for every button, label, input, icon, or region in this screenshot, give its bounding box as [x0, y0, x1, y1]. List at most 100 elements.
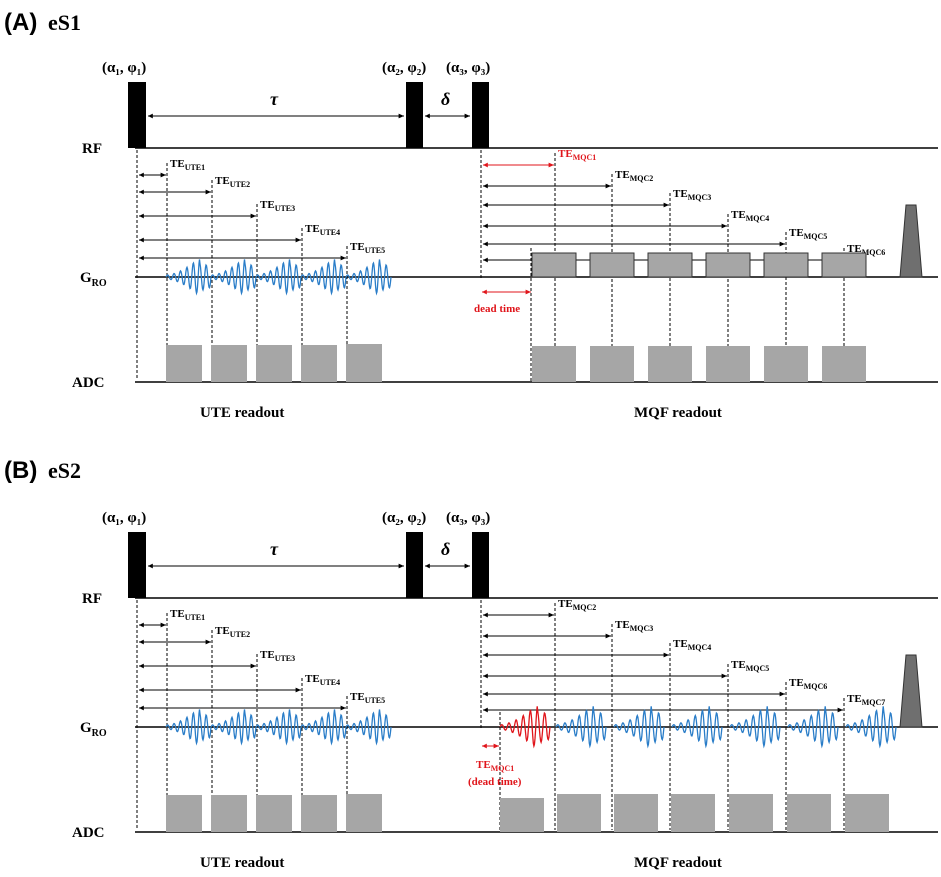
gro-row-label: GRO [80, 720, 107, 739]
dead-time-label-line2: (dead time) [468, 776, 522, 788]
panel-a: (A) eS1 RF GRO ADC (α₁, φ₁) (α₂, φ₂) (α₃… [4, 9, 938, 421]
adc-window [166, 345, 202, 382]
ute-te-label: TEUTE1 [170, 608, 205, 622]
ute-echo-signal [210, 709, 257, 746]
spoiler-gradient [899, 654, 923, 728]
ute-te-label: TEUTE4 [305, 223, 340, 237]
ute-te-label: TEUTE1 [170, 158, 205, 172]
adc-window [532, 346, 576, 382]
ute-te-label: TEUTE5 [350, 691, 385, 705]
ute-echo-signal [255, 709, 302, 746]
ute-te-label: TEUTE2 [215, 175, 250, 189]
adc-window [346, 794, 382, 832]
ute-echo-signal [345, 259, 392, 296]
rf-pulse-1 [128, 532, 146, 598]
adc-window [256, 795, 292, 832]
gradient-lobe [821, 252, 867, 278]
mqf-te-label: TEMQC2 [558, 598, 596, 612]
adc-window [346, 344, 382, 382]
mqf-echo-signal [613, 706, 665, 749]
mqf-te-label: TEMQC2 [615, 169, 653, 183]
mqf-te-label: TEMQC4 [673, 638, 711, 652]
gradient-lobe [705, 252, 751, 278]
adc-window [671, 794, 715, 832]
mqf-te-label: TEMQC3 [615, 619, 653, 633]
mqf-echo-signal [845, 706, 897, 749]
gradient-lobe [531, 252, 577, 278]
rf-pulse-3 [472, 532, 489, 598]
ute-te-label: TEUTE2 [215, 625, 250, 639]
ute-te-label: TEUTE5 [350, 241, 385, 255]
panel-name: eS1 [48, 10, 81, 35]
mqf-te-label: TEMQC5 [731, 659, 769, 673]
ute-echo-signal [165, 709, 212, 746]
rf-pulse-2 [406, 532, 423, 598]
rf-pulse-1 [128, 82, 146, 148]
ute-echo-signal [300, 259, 347, 296]
tau-label: τ [270, 539, 279, 559]
adc-row-label: ADC [72, 375, 105, 391]
pulse-2-label: (α₂, φ₂) [382, 60, 426, 76]
pulse-3-label: (α₃, φ₃) [446, 60, 490, 76]
rf-pulse-3 [472, 82, 489, 148]
gro-row-label: GRO [80, 270, 107, 289]
mqf-readout-label: MQF readout [634, 855, 722, 871]
adc-window [301, 795, 337, 832]
mqf-first-echo-signal [499, 706, 551, 749]
rf-pulse-2 [406, 82, 423, 148]
adc-window [764, 346, 808, 382]
adc-window [256, 345, 292, 382]
panel-name: eS2 [48, 458, 81, 483]
panel-letter: (B) [4, 457, 37, 484]
ute-echo-signal [165, 259, 212, 296]
ute-echo-signal [300, 709, 347, 746]
mqf-te-label: TEMQC5 [789, 227, 827, 241]
mqf-readout-label: MQF readout [634, 405, 722, 421]
ute-echo-signal [210, 259, 257, 296]
spoiler-gradient [899, 204, 923, 278]
ute-te-label: TEUTE3 [260, 199, 295, 213]
mqf-echo-signal [671, 706, 723, 749]
adc-window [845, 794, 889, 832]
gradient-lobe [647, 252, 693, 278]
pulse-2-label: (α₂, φ₂) [382, 510, 426, 526]
adc-window [166, 795, 202, 832]
adc-windows [166, 794, 889, 832]
adc-window [729, 794, 773, 832]
ute-readout-label: UTE readout [200, 855, 284, 871]
delta-label: δ [441, 89, 450, 109]
delta-label: δ [441, 539, 450, 559]
adc-window [211, 345, 247, 382]
mqf-echo-signal [787, 706, 839, 749]
adc-window [500, 798, 544, 832]
readout-waveform [165, 706, 897, 749]
mqf-te-label: TEMQC1 [558, 148, 596, 162]
dead-time-label: dead time [474, 303, 520, 315]
adc-window [301, 345, 337, 382]
ute-echo-signal [345, 709, 392, 746]
panel-letter: (A) [4, 9, 37, 36]
adc-row-label: ADC [72, 825, 105, 841]
mqf-te-label: TEMQC3 [673, 188, 711, 202]
tau-label: τ [270, 89, 279, 109]
mqf-gradient-lobes [531, 252, 867, 278]
ute-te-label: TEUTE3 [260, 649, 295, 663]
dead-time-label: TEMQC1 [476, 759, 514, 773]
ute-readout-label: UTE readout [200, 405, 284, 421]
gradient-lobe [763, 252, 809, 278]
adc-window [557, 794, 601, 832]
gradient-lobe [589, 252, 635, 278]
adc-window [648, 346, 692, 382]
adc-windows [166, 344, 866, 382]
mqf-echo-signal [729, 706, 781, 749]
adc-window [787, 794, 831, 832]
mqf-echo-signal [555, 706, 607, 749]
mqf-te-label: TEMQC7 [847, 693, 885, 707]
rf-row-label: RF [82, 141, 102, 157]
adc-window [822, 346, 866, 382]
pulse-1-label: (α₁, φ₁) [102, 60, 146, 76]
adc-window [706, 346, 750, 382]
pulse-1-label: (α₁, φ₁) [102, 510, 146, 526]
